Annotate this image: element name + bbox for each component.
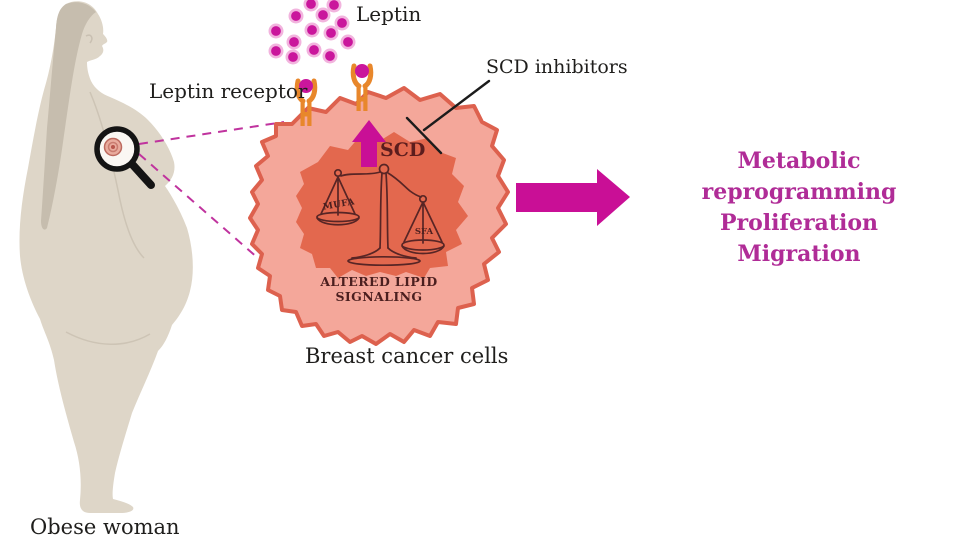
leptin-dot [306, 42, 322, 58]
leptin-dot [326, 0, 342, 13]
leptin-receptor-icon-1 [294, 78, 318, 126]
sfa-label: SFA [414, 227, 434, 237]
altered-lipid-line1: ALTERED LIPID [320, 274, 438, 289]
dashed-connector-top [138, 121, 285, 145]
outcome-line-proliferation: Proliferation [719, 210, 879, 236]
scd-label: SCD [380, 139, 426, 161]
leptin-dot [322, 48, 338, 64]
leptin-dot [315, 7, 331, 23]
leptin-dots [268, 0, 356, 65]
altered-lipid-line2: SIGNALING [335, 289, 423, 304]
leptin-dot [285, 49, 301, 65]
dashed-connectors [138, 121, 285, 267]
altered-lipid-label: ALTERED LIPID SIGNALING [303, 274, 455, 304]
outcome-arrow [516, 169, 630, 226]
obese-woman-silhouette [19, 1, 193, 514]
woman-hair [41, 2, 96, 230]
leptin-dot [340, 34, 356, 50]
magnifier-icon [94, 126, 155, 189]
inhibitor-tbar-icon [405, 79, 491, 155]
woman-leg-crease [65, 331, 151, 345]
leptin-receptor-icon-2 [350, 63, 374, 111]
cancer-cell-inner [296, 132, 468, 278]
outcome-line-metabolic: Metabolic reprogramming [701, 148, 897, 205]
leptin-dot [286, 34, 302, 50]
leptin-dot [288, 8, 304, 24]
woman-ear [85, 34, 93, 44]
woman-body [19, 1, 193, 514]
breast-cancer-cells-label: Breast cancer cells [305, 344, 509, 368]
dashed-connector-bottom [138, 153, 268, 267]
leptin-dot [304, 22, 320, 38]
leptin-dot [334, 15, 350, 31]
leptin-dot [323, 25, 339, 41]
leptin-dot [268, 23, 284, 39]
leptin-receptor-label: Leptin receptor [149, 79, 308, 103]
balance-scale-icon [316, 163, 445, 267]
tumor-icon [103, 137, 123, 157]
leptin-label: Leptin [356, 2, 422, 26]
leptin-dot [268, 43, 284, 59]
leptin-dot [303, 0, 319, 12]
woman-arm-crease [89, 91, 145, 259]
outcomes-text: Metabolic reprogramming Proliferation Mi… [638, 146, 960, 270]
outcome-line-migration: Migration [737, 241, 861, 267]
scd-inhibitors-label: SCD inhibitors [486, 56, 628, 78]
obese-woman-label: Obese woman [30, 515, 180, 539]
scd-up-arrow [352, 120, 386, 167]
cancer-cell [248, 86, 510, 346]
